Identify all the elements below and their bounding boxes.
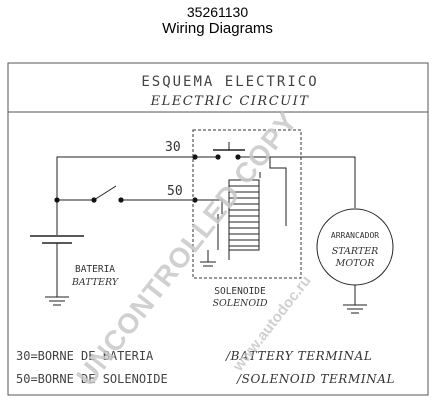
header: 35261130 Wiring Diagrams <box>0 0 435 60</box>
motor-label-english-2: MOTOR <box>335 258 375 269</box>
terminal-30-label: 30 <box>165 140 181 155</box>
motor-label-spanish: ARRANCADOR <box>331 231 379 240</box>
legend-line-1-spanish: 30=BORNE DE BATERIA <box>16 349 154 363</box>
terminal-50-label: 50 <box>167 184 183 199</box>
diagram-frame <box>7 62 429 396</box>
part-number: 35261130 <box>186 4 249 20</box>
solenoid-box <box>192 129 302 279</box>
battery-label-spanish: BATERIA <box>75 264 115 275</box>
legend-line-1-english: /BATTERY TERMINAL <box>225 349 372 363</box>
battery-circuit <box>30 156 195 306</box>
legend-line-2-english: /SOLENOID TERMINAL <box>236 372 395 386</box>
solenoid-label-spanish: SOLENOIDE <box>214 286 266 297</box>
solenoid-label-english: SOLENOID <box>212 298 267 309</box>
motor-feed-wire <box>238 156 356 208</box>
motor-label-english-1: STARTER <box>332 246 379 257</box>
title-spanish: ESQUEMA ELECTRICO <box>141 74 318 90</box>
title-english: ELECTRIC CIRCUIT <box>150 94 310 109</box>
motor-ground <box>343 304 367 314</box>
page-title: Wiring Diagrams <box>162 20 273 37</box>
battery-label-english: BATTERY <box>71 277 120 288</box>
legend-line-2-spanish: 50=BORNE DE SOLENOIDE <box>16 372 168 386</box>
solenoid-coil <box>228 179 260 251</box>
